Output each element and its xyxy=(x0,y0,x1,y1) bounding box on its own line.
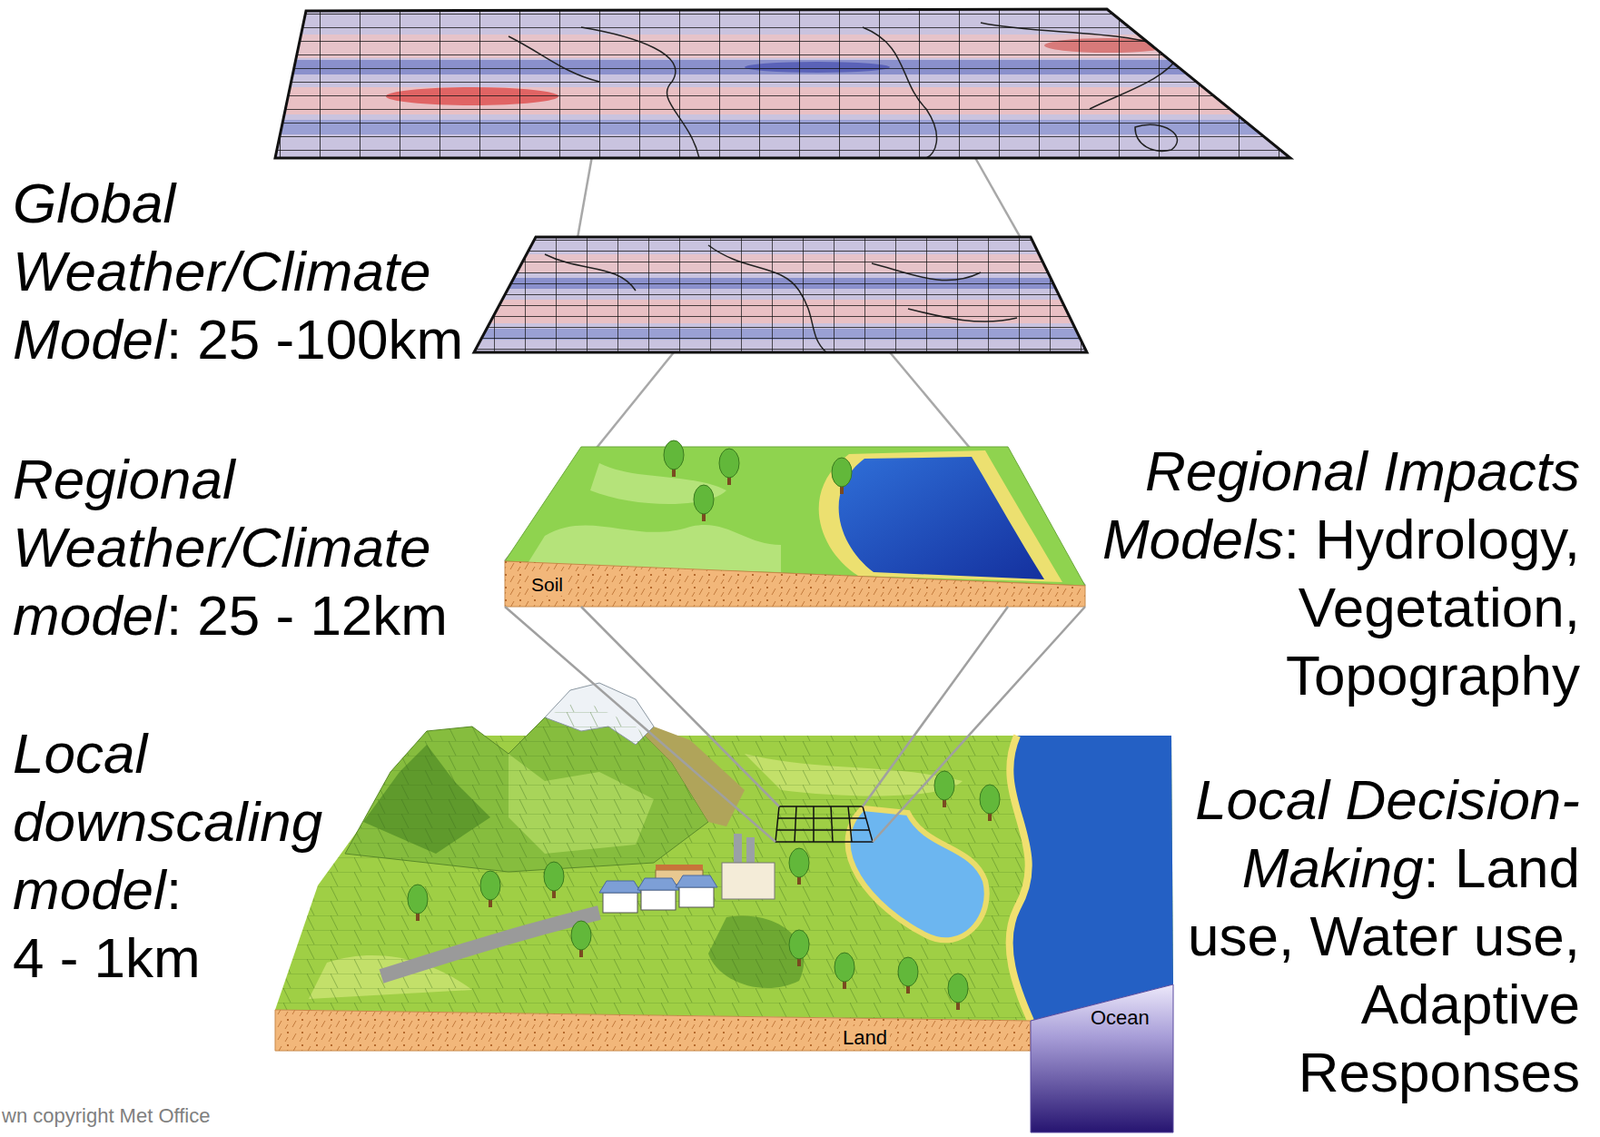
local-landscape-part xyxy=(934,770,955,808)
local-landscape-part xyxy=(721,862,775,899)
layer-label-group: Soil xyxy=(528,573,566,596)
global-map-part xyxy=(272,7,1294,162)
scale-caption: : 25 -100km xyxy=(166,307,464,371)
regional-landscape-part xyxy=(719,448,740,485)
copyright-note: wn copyright Met Office xyxy=(1,1104,210,1127)
regional-landscape-part xyxy=(504,561,1086,607)
local-landscape-part xyxy=(637,878,680,890)
zoom-lines-part xyxy=(974,156,1021,238)
scale-caption: : 25 - 12km xyxy=(166,583,448,647)
local-landscape-part xyxy=(571,920,592,958)
local-landscape-part xyxy=(1009,735,1031,1021)
zoomed-map-part xyxy=(474,237,1087,353)
regional-landscape-part xyxy=(663,440,684,477)
local-landscape-part xyxy=(345,699,709,872)
application-caption-group: Regional Impacts Models: Hydrology, Vege… xyxy=(1085,436,1581,710)
zoom-lines-part xyxy=(581,606,780,807)
scale-caption: 4 - 1km xyxy=(12,923,358,992)
scale-caption-group: Local downscaling model:4 - 1km xyxy=(12,719,358,992)
zoom-lines-part xyxy=(504,606,776,842)
zoom-lines-part xyxy=(872,606,1086,842)
application-caption: : Hydrology, Vegetation, Topography xyxy=(1283,507,1581,707)
local-landscape-part xyxy=(275,1009,1031,1051)
copyright-note-group: wn copyright Met Office xyxy=(1,1104,210,1128)
zoom-lines-part xyxy=(862,606,1008,807)
zoomed-map-part xyxy=(472,234,1090,355)
zoomed-map xyxy=(472,234,1090,355)
local-landscape-part xyxy=(407,884,428,921)
layer-label: Soil xyxy=(531,573,563,595)
local-landscape-part xyxy=(789,848,810,885)
local-landscape-part xyxy=(733,833,742,863)
global-map-part xyxy=(275,9,1291,159)
local-landscape-part xyxy=(898,957,919,994)
local-landscape-part xyxy=(948,973,968,1010)
regional-landscape xyxy=(504,440,1086,607)
global-map xyxy=(272,7,1294,162)
local-landscape-part xyxy=(746,837,755,863)
local-landscape-part xyxy=(834,952,855,989)
zoom-lines xyxy=(504,606,1086,842)
local-landscape-part xyxy=(543,861,564,899)
local-landscape-part xyxy=(275,1009,1031,1051)
zoom-lines-part xyxy=(577,156,593,238)
regional-landscape-part xyxy=(504,561,1086,607)
local-landscape-part xyxy=(1009,735,1174,1021)
application-caption-group: Local Decision-Making: Land use, Water u… xyxy=(1166,765,1581,1107)
scale-caption-group: Regional Weather/Climate model: 25 - 12k… xyxy=(12,444,490,650)
local-landscape-part xyxy=(1030,984,1174,1133)
local-landscape-part xyxy=(775,806,873,842)
local-landscape-part xyxy=(345,699,709,872)
regional-landscape-part xyxy=(831,457,852,494)
layer-label-group: Land xyxy=(839,1026,890,1049)
local-landscape-part xyxy=(789,929,810,967)
global-map-part-part xyxy=(272,7,1294,162)
local-landscape-part xyxy=(599,880,642,893)
local-landscape-part xyxy=(602,892,638,913)
regional-landscape-part xyxy=(839,456,1045,580)
layer-label: Ocean xyxy=(1090,1006,1150,1029)
local-landscape-part xyxy=(381,912,600,977)
local-landscape-part xyxy=(675,875,718,888)
local-landscape-part-part xyxy=(775,806,873,842)
layer-label-group: Ocean xyxy=(1090,1006,1150,1029)
zoom-lines xyxy=(504,156,1086,586)
regional-landscape-part xyxy=(819,450,1063,583)
local-landscape-part-part xyxy=(776,806,870,842)
local-landscape-part xyxy=(641,889,676,910)
zoomed-map-part-part xyxy=(472,234,1090,355)
local-landscape-part xyxy=(655,864,703,870)
layer-label: Land xyxy=(842,1026,888,1049)
local-landscape-part xyxy=(679,887,714,908)
scale-caption-group: Global Weather/Climate Model: 25 -100km xyxy=(12,168,490,374)
scale-caption: : xyxy=(166,858,182,921)
regional-landscape-part xyxy=(693,484,714,522)
global-map-part-part xyxy=(272,7,1294,162)
local-landscape-part xyxy=(480,870,501,908)
zoomed-map-part-part xyxy=(472,234,1090,355)
local-landscape-part xyxy=(979,784,1000,821)
